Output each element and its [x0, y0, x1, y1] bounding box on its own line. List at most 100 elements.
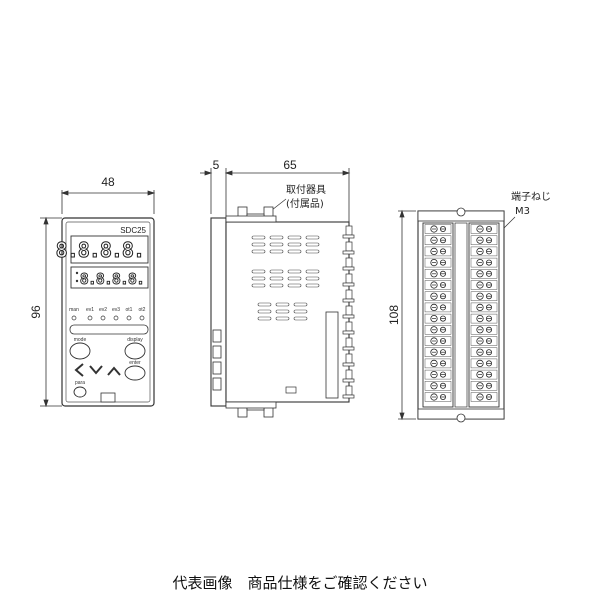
terminal-screws — [424, 224, 498, 402]
vent-slot — [287, 242, 302, 247]
terminal-cell — [470, 291, 498, 301]
side-view: 5 65 取付器具 (付属品) — [200, 158, 355, 418]
side-terminal-teeth — [342, 225, 355, 399]
side-terminal-tooth — [345, 241, 353, 252]
status-label-ev3: ev3 — [112, 307, 120, 313]
vent-slot — [293, 302, 308, 307]
vent-slot — [275, 316, 290, 321]
vent-slot — [251, 235, 266, 240]
vent-slot — [257, 316, 272, 321]
side-dimensions — [200, 168, 351, 222]
terminal-cell — [424, 369, 452, 380]
rear-top-screw-icon — [456, 207, 466, 217]
terminal-cell — [424, 235, 452, 245]
side-terminal-tab — [342, 378, 355, 383]
up-arrow-key-icon[interactable] — [107, 366, 121, 376]
terminal-cell — [424, 291, 452, 301]
terminal-cell — [424, 381, 452, 391]
vent-slot — [269, 283, 284, 288]
vent-slot — [251, 249, 266, 254]
side-terminal-tab — [342, 394, 355, 399]
enter-key[interactable] — [124, 365, 146, 381]
vent-slot — [287, 249, 302, 254]
side-terminal-tab — [342, 330, 355, 335]
rear-view: 108 端子ねじ M3 — [387, 190, 551, 423]
sv-indicator-dot-2 — [75, 279, 79, 283]
left-arrow-key-icon[interactable] — [74, 363, 84, 377]
vent-slot — [305, 283, 320, 288]
front-view: 48 96 SDC25 8.8.8.8. 8.8.8.8. man ev1 ev… — [29, 175, 156, 408]
status-label-ev2: ev2 — [99, 307, 107, 313]
terminal-cell — [470, 224, 498, 234]
loader-port — [100, 392, 116, 403]
side-terminal-tooth — [345, 305, 353, 316]
status-label-ev1: ev1 — [86, 307, 94, 313]
vent-slot — [287, 269, 302, 274]
display-key[interactable] — [124, 342, 146, 360]
terminal-cell — [470, 269, 498, 279]
terminal-cell — [424, 224, 452, 234]
front-width-label: 48 — [101, 175, 115, 189]
side-terminal-tab — [342, 282, 355, 287]
para-key[interactable] — [73, 386, 87, 398]
side-terminal-tooth — [345, 321, 353, 332]
bottom-mounting-bracket — [225, 401, 277, 418]
vent-slot — [251, 269, 266, 274]
sv-display — [70, 266, 149, 289]
display-key-label: display — [127, 337, 143, 343]
terminal-cell — [424, 336, 452, 346]
terminal-cell — [424, 325, 452, 335]
terminal-cell — [424, 257, 452, 268]
vent-slot — [269, 242, 284, 247]
side-terminal-tab — [342, 314, 355, 319]
vent-slot — [275, 309, 290, 314]
terminal-cell — [424, 392, 452, 402]
front-panel-outline — [61, 217, 155, 407]
mode-key-label: mode — [74, 337, 87, 343]
terminal-cell — [470, 325, 498, 335]
side-terminal-tooth — [345, 257, 353, 268]
vent-slot — [287, 235, 302, 240]
terminal-cell — [424, 302, 452, 313]
vent-slot — [305, 235, 320, 240]
vent-slot — [257, 302, 272, 307]
side-terminal-tooth — [345, 225, 353, 236]
status-indicators: man ev1 ev2 ev3 ot1 ot2 — [69, 307, 146, 321]
top-mounting-bracket — [225, 206, 277, 223]
para-key-label: para — [75, 380, 85, 386]
front-width-dimension — [60, 190, 156, 214]
pv-display — [70, 235, 149, 264]
side-terminal-tab — [342, 234, 355, 239]
front-height-dimension — [40, 216, 62, 408]
offset-label: 5 — [213, 158, 220, 172]
vent-slot — [251, 283, 266, 288]
side-terminal-tooth — [345, 289, 353, 300]
vent-slot — [269, 276, 284, 281]
front-height-label: 96 — [29, 305, 43, 319]
terminal-cell — [424, 347, 452, 357]
rear-center-divider — [454, 222, 468, 408]
terminal-cell — [470, 280, 498, 290]
terminal-cell — [470, 392, 498, 402]
vent-slot — [269, 269, 284, 274]
terminal-cell — [470, 358, 498, 369]
vent-slot — [287, 276, 302, 281]
side-terminal-tab — [342, 250, 355, 255]
terminal-cell — [470, 381, 498, 391]
vent-slot — [251, 242, 266, 247]
status-label-man: man — [69, 307, 79, 313]
vent-slot — [269, 235, 284, 240]
terminal-cell — [470, 246, 498, 257]
status-led-ot2 — [139, 315, 145, 321]
side-terminal-tab — [342, 362, 355, 367]
side-bezel-clips — [212, 329, 222, 391]
vent-slot — [287, 283, 302, 288]
mode-key[interactable] — [69, 342, 91, 360]
vent-slot — [251, 276, 266, 281]
side-terminal-tab — [342, 298, 355, 303]
terminal-cell — [424, 358, 452, 369]
down-arrow-key-icon[interactable] — [89, 365, 103, 375]
terminal-cell — [470, 235, 498, 245]
ventilation-slots — [251, 235, 320, 321]
